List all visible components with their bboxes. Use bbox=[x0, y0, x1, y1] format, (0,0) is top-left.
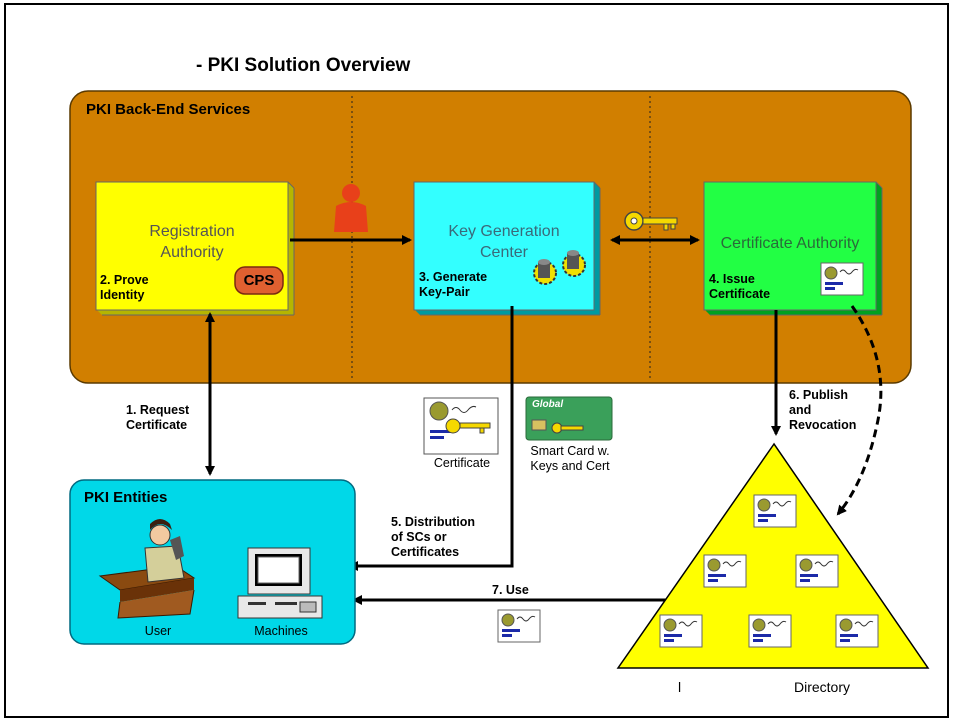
use-certificate-icon bbox=[497, 609, 541, 643]
ca-certificate-icon bbox=[820, 262, 864, 296]
arrow-distribution bbox=[348, 306, 514, 571]
directory-certificate-icon bbox=[703, 554, 747, 588]
kgc-label-line1: Key Generation bbox=[448, 223, 560, 240]
step-4-line2: Certificate bbox=[709, 287, 771, 301]
step-distribution: 5. Distribution of SCs or Certificates bbox=[391, 515, 475, 560]
step-6-line2: and bbox=[789, 403, 812, 417]
directory-triangle bbox=[616, 442, 930, 669]
step-5-line3: Certificates bbox=[391, 545, 460, 559]
page-title: - PKI Solution Overview bbox=[196, 55, 411, 76]
smart-card-icon bbox=[525, 396, 613, 441]
smart-card-caption: Smart Card w. Keys and Cert bbox=[516, 444, 624, 474]
directory-label-left: l bbox=[678, 679, 682, 695]
key-icon bbox=[624, 211, 678, 231]
machines-icon bbox=[237, 547, 323, 619]
ra-label-line1: Registration bbox=[149, 223, 235, 240]
step-1-line1: 1. Request bbox=[126, 403, 190, 417]
certificate-authority-label: Certificate Authority bbox=[720, 235, 860, 252]
step-use: 7. Use bbox=[492, 583, 529, 597]
key-generation-center-node bbox=[413, 181, 601, 316]
step-generate-key-pair: 3. Generate Key-Pair bbox=[419, 270, 487, 300]
kgc-label-line2: Center bbox=[479, 244, 529, 261]
smart-card-caption-line2: Keys and Cert bbox=[530, 459, 610, 473]
directory-certificate-icon bbox=[753, 494, 797, 528]
certificate-caption: Certificate bbox=[433, 456, 491, 470]
step-prove-identity: 2. Prove Identity bbox=[100, 273, 149, 303]
step-request-certificate: 1. Request Certificate bbox=[126, 403, 189, 433]
gears-icon bbox=[533, 250, 586, 285]
registration-authority-label: Registration Authority bbox=[98, 221, 286, 263]
directory-label: Directory bbox=[794, 679, 851, 695]
entities-panel-title: PKI Entities bbox=[84, 489, 168, 506]
directory-certificate-icon bbox=[748, 614, 792, 648]
step-6-line1: 6. Publish bbox=[789, 388, 849, 402]
step-2-line1: 2. Prove bbox=[100, 273, 149, 287]
ra-label-line2: Authority bbox=[160, 244, 224, 261]
user-label: User bbox=[144, 624, 172, 638]
step-3-line2: Key-Pair bbox=[419, 285, 470, 299]
smart-card-brand: Global bbox=[532, 399, 564, 410]
directory-certificate-icon bbox=[659, 614, 703, 648]
step-publish-revocation: 6. Publish and Revocation bbox=[789, 388, 856, 433]
step-6-line3: Revocation bbox=[789, 418, 857, 432]
backend-panel-title: PKI Back-End Services bbox=[86, 101, 251, 118]
key-generation-center-label: Key Generation Center bbox=[414, 221, 594, 263]
step-issue-certificate: 4. Issue Certificate bbox=[709, 272, 770, 302]
directory-certificate-icon bbox=[795, 554, 839, 588]
machines-label: Machines bbox=[254, 624, 308, 638]
directory-certificate-icon bbox=[835, 614, 879, 648]
step-1-line2: Certificate bbox=[126, 418, 188, 432]
smart-card-caption-line1: Smart Card w. bbox=[530, 444, 610, 458]
arrow-revocation bbox=[836, 305, 883, 516]
step-2-line2: Identity bbox=[100, 288, 145, 302]
user-icon bbox=[98, 519, 196, 619]
cps-badge-label: CPS bbox=[243, 272, 275, 289]
person-icon bbox=[334, 184, 368, 232]
step-4-line1: 4. Issue bbox=[709, 272, 755, 286]
step-5-line1: 5. Distribution bbox=[391, 515, 476, 529]
step-3-line1: 3. Generate bbox=[419, 270, 488, 284]
step-5-line2: of SCs or bbox=[391, 530, 447, 544]
cps-badge bbox=[234, 266, 284, 295]
certificate-artifact-icon bbox=[423, 397, 499, 455]
